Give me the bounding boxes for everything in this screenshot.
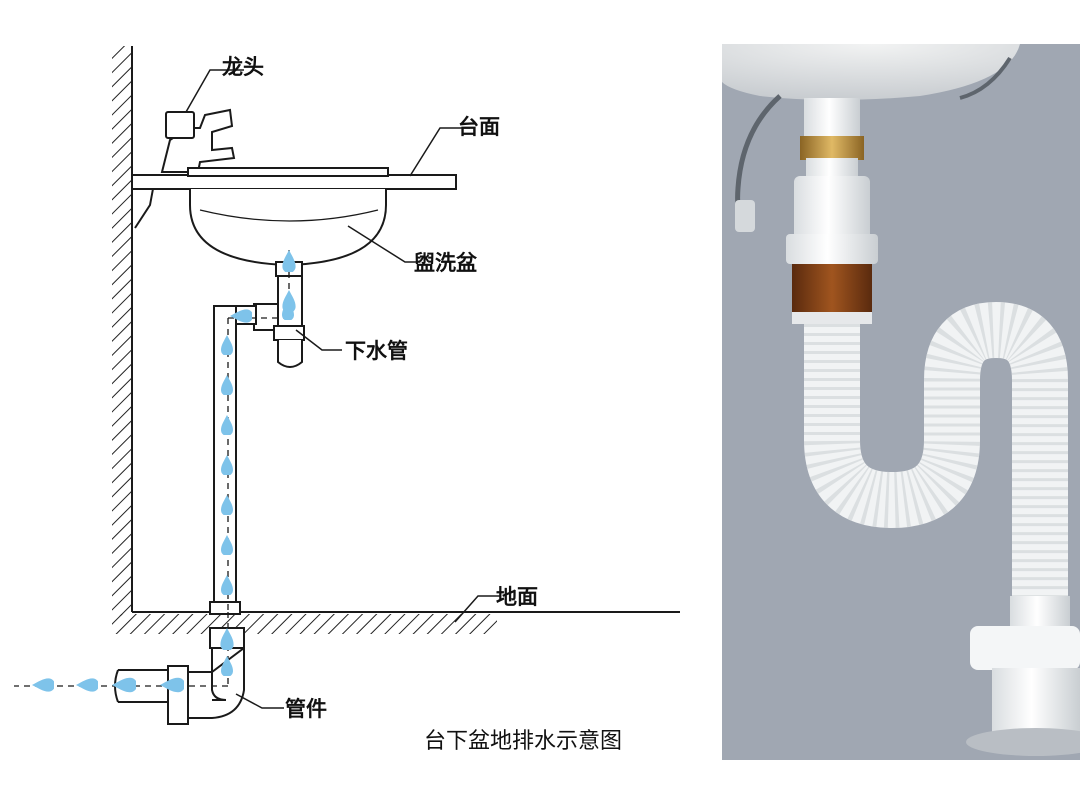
schematic: 龙头 台面 盥洗盆 下水管 地面 管件 台下盆地排水示意图 xyxy=(14,46,680,754)
countertop-slab xyxy=(131,174,457,190)
photo-under-sink-drain xyxy=(722,44,1080,760)
wall xyxy=(112,46,133,616)
label-basin: 盥洗盆 xyxy=(414,251,478,275)
label-floor: 地面 xyxy=(496,585,538,609)
label-countertop: 台面 xyxy=(458,115,500,139)
basin-drawing xyxy=(187,167,389,277)
label-faucet: 龙头 xyxy=(222,55,264,79)
floor-slab xyxy=(112,611,680,634)
trap-drawing xyxy=(209,275,305,615)
leader-lines xyxy=(185,69,500,709)
label-fitting: 管件 xyxy=(285,697,327,721)
photo-sink-bowl xyxy=(722,44,1020,100)
diagram-caption: 台下盆地排水示意图 xyxy=(424,729,622,754)
label-drain-pipe: 下水管 xyxy=(345,339,408,363)
